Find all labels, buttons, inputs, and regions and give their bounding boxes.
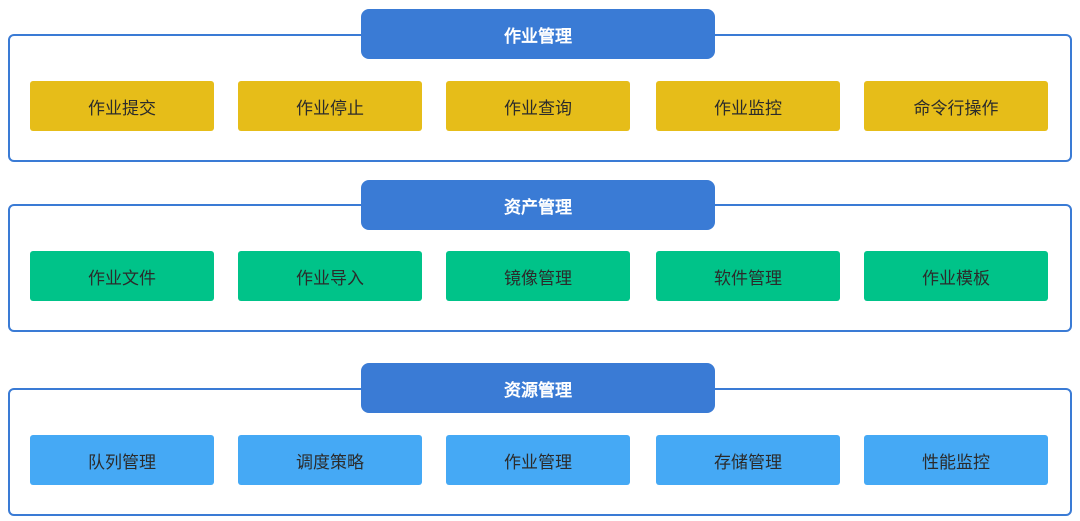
group-title: 资产管理 bbox=[361, 180, 715, 230]
group-title: 作业管理 bbox=[361, 9, 715, 59]
module-job-monitor[interactable]: 作业监控 bbox=[656, 81, 840, 131]
module-storage-management[interactable]: 存储管理 bbox=[656, 435, 840, 485]
module-scheduling-policy[interactable]: 调度策略 bbox=[238, 435, 422, 485]
module-job-submit[interactable]: 作业提交 bbox=[30, 81, 214, 131]
module-command-line[interactable]: 命令行操作 bbox=[864, 81, 1048, 131]
module-image-management[interactable]: 镜像管理 bbox=[446, 251, 630, 301]
module-job-template[interactable]: 作业模板 bbox=[864, 251, 1048, 301]
module-job-query[interactable]: 作业查询 bbox=[446, 81, 630, 131]
group-items: 作业提交 作业停止 作业查询 作业监控 命令行操作 bbox=[0, 81, 1080, 131]
module-performance-monitor[interactable]: 性能监控 bbox=[864, 435, 1048, 485]
module-queue-management[interactable]: 队列管理 bbox=[30, 435, 214, 485]
module-job-stop[interactable]: 作业停止 bbox=[238, 81, 422, 131]
group-items: 队列管理 调度策略 作业管理 存储管理 性能监控 bbox=[0, 435, 1080, 485]
group-title: 资源管理 bbox=[361, 363, 715, 413]
module-job-management[interactable]: 作业管理 bbox=[446, 435, 630, 485]
module-job-files[interactable]: 作业文件 bbox=[30, 251, 214, 301]
module-job-import[interactable]: 作业导入 bbox=[238, 251, 422, 301]
module-software-management[interactable]: 软件管理 bbox=[656, 251, 840, 301]
group-items: 作业文件 作业导入 镜像管理 软件管理 作业模板 bbox=[0, 251, 1080, 301]
